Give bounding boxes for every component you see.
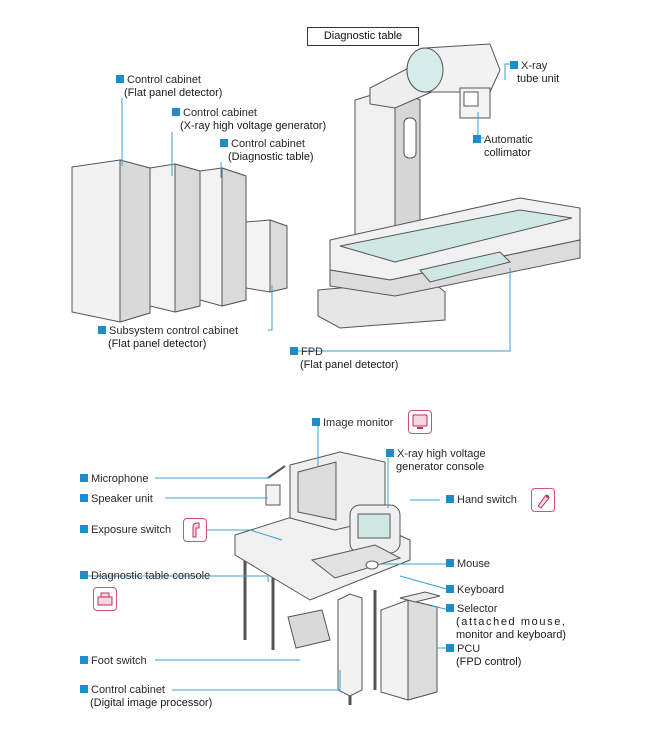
label-marker — [446, 585, 454, 593]
label-marker — [116, 75, 124, 83]
diagnostic-table — [317, 43, 581, 329]
label-speaker: Speaker unit — [80, 493, 153, 506]
label-marker — [446, 559, 454, 567]
control-cabinets — [71, 159, 288, 323]
workstation — [234, 451, 441, 705]
table-console-icon — [93, 587, 117, 611]
label-marker — [386, 449, 394, 457]
monitor-icon — [408, 410, 432, 434]
label-subsystem: Subsystem control cabinet (Flat panel de… — [98, 325, 238, 351]
label-marker — [80, 494, 88, 502]
label-marker — [80, 474, 88, 482]
label-foot-switch: Foot switch — [80, 655, 147, 668]
label-xray-tube: X-ray tube unit — [510, 60, 559, 86]
label-marker — [80, 685, 88, 693]
label-cc-table: Control cabinet (Diagnostic table) — [220, 138, 314, 164]
label-mouse: Mouse — [446, 558, 490, 571]
label-cc-hv: Control cabinet (X-ray high voltage gene… — [172, 107, 326, 133]
label-marker — [473, 135, 481, 143]
label-marker — [446, 604, 454, 612]
label-marker — [510, 61, 518, 69]
label-marker — [312, 418, 320, 426]
label-fpd: FPD (Flat panel detector) — [290, 346, 398, 372]
label-hand-switch: Hand switch — [446, 494, 517, 507]
label-selector: Selector (attached mouse, monitor and ke… — [446, 603, 567, 642]
hand-switch-icon — [531, 488, 555, 512]
label-marker — [80, 656, 88, 664]
label-marker — [80, 525, 88, 533]
label-cc-dip: Control cabinet (Digital image processor… — [80, 684, 212, 710]
label-marker — [446, 495, 454, 503]
label-exposure-switch: Exposure switch — [80, 524, 171, 537]
diagram-title: Diagnostic table — [307, 27, 419, 46]
exposure-switch-icon — [183, 518, 207, 542]
label-marker — [98, 326, 106, 334]
label-marker — [446, 644, 454, 652]
label-keyboard: Keyboard — [446, 584, 504, 597]
label-pcu: PCU (FPD control) — [446, 643, 521, 669]
label-marker — [172, 108, 180, 116]
label-marker — [80, 571, 88, 579]
label-hv-console: X-ray high voltage generator console — [386, 448, 486, 474]
label-collimator: Automatic collimator — [473, 134, 533, 160]
label-microphone: Microphone — [80, 473, 148, 486]
label-marker — [290, 347, 298, 355]
leader-lines — [80, 63, 512, 691]
label-marker — [220, 139, 228, 147]
label-image-monitor: Image monitor — [312, 417, 393, 430]
label-cc-fpd: Control cabinet (Flat panel detector) — [116, 74, 222, 100]
label-table-console: Diagnostic table console — [80, 570, 210, 583]
